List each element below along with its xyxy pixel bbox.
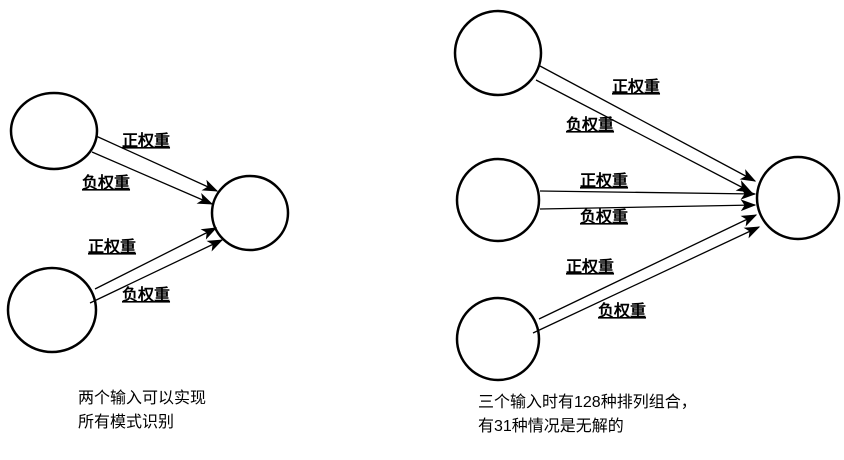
left-arrow-bottom-negative	[89, 239, 224, 304]
left-output-node	[210, 174, 290, 252]
left-input-node-1	[9, 91, 99, 171]
left-label-top-positive: 正权重	[122, 131, 170, 150]
right-input-node-2	[455, 157, 541, 243]
right-caption-line-2: 有31种情况是无解的	[478, 417, 624, 435]
right-input-node-1	[453, 9, 543, 97]
right-label-bottom-negative: 负权重	[598, 301, 646, 320]
right-label-bottom-positive: 正权重	[566, 257, 614, 276]
left-arrow-top-positive	[95, 135, 219, 192]
right-arrow-top-negative	[535, 79, 753, 193]
right-label-top-positive: 正权重	[612, 77, 660, 96]
right-label-middle-negative: 负权重	[580, 207, 628, 226]
right-arrow-middle-positive	[539, 187, 757, 200]
right-arrow-bottom-positive	[538, 214, 758, 320]
left-label-bottom-positive: 正权重	[88, 237, 136, 256]
left-arrow-bottom-positive	[94, 227, 218, 290]
left-label-bottom-negative: 负权重	[122, 285, 170, 304]
left-caption-line-1: 两个输入可以实现	[78, 389, 206, 407]
right-input-node-3	[455, 296, 541, 382]
right-label-top-negative: 负权重	[566, 115, 614, 134]
right-caption-line-1: 三个输入时有128种排列组合，	[478, 393, 697, 411]
left-arrow-top-negative	[91, 151, 214, 205]
left-label-top-negative: 负权重	[82, 173, 130, 192]
right-label-middle-positive: 正权重	[580, 171, 628, 190]
right-output-node	[755, 155, 841, 241]
right-arrow-top-positive	[539, 65, 757, 182]
left-input-node-2	[6, 266, 98, 354]
right-arrow-bottom-negative	[532, 226, 761, 334]
left-caption-line-2: 所有模式识别	[78, 413, 174, 431]
right-arrow-middle-negative	[539, 199, 757, 212]
